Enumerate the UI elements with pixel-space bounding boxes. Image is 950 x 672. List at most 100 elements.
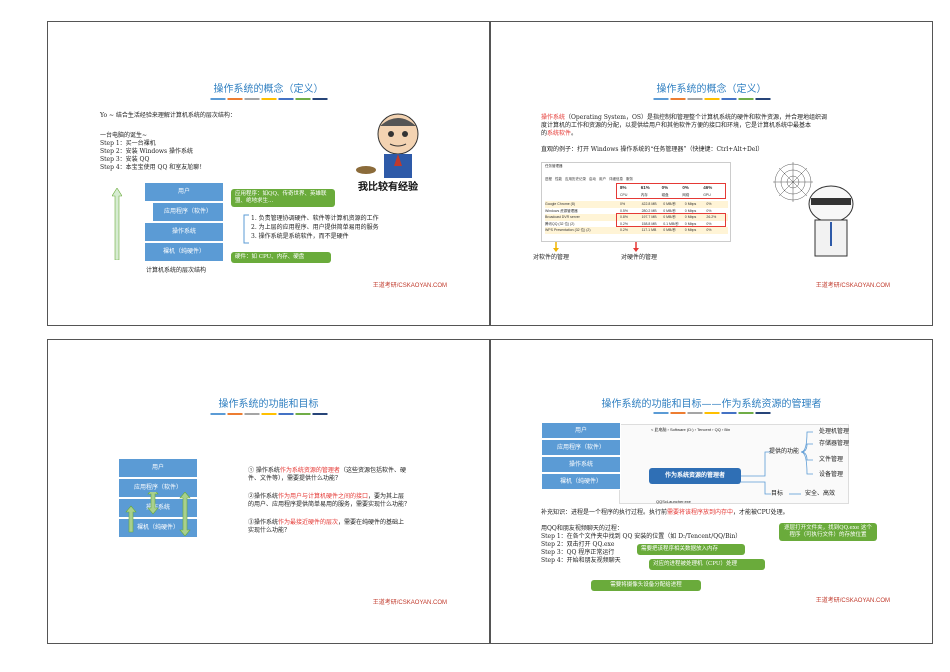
- provided-functions-label: 提供的功能: [769, 448, 800, 455]
- p2-pre: ②操作系统: [248, 493, 279, 500]
- process-cell-mem: 117.1 MB: [641, 228, 657, 232]
- stripe: [653, 98, 668, 100]
- p1-pre: ① 操作系统: [248, 467, 280, 474]
- bracket-icon: [243, 214, 249, 244]
- slide-title: 操作系统的功能和目标——作为系统资源的管理者: [601, 399, 822, 410]
- qq-launcher-file[interactable]: QQScLauncher.exe: [656, 499, 691, 504]
- slide-os-resource-manager[interactable]: 操作系统的功能和目标——作为系统资源的管理者 < 此电脑 › Software …: [490, 339, 933, 644]
- stripe: [312, 413, 327, 415]
- slide-os-functions[interactable]: 操作系统的功能和目标 用户 应用程序（软件） 操作系统 裸机（纯硬件） ① 操作…: [47, 339, 490, 644]
- disk-percent: 0%: [661, 185, 669, 190]
- app-callout: 应用程序：如QQ、传奇世界、英雄联盟、绝地求生...: [231, 189, 335, 207]
- cpu-process-callout: 对应的进程被处理机（CPU）处理: [649, 559, 765, 570]
- cpu-head: CPU: [620, 193, 628, 197]
- system-software-term: 系统软件: [547, 130, 572, 137]
- qq-highlight: [616, 213, 726, 227]
- function-tree-lines: [741, 431, 813, 495]
- qq-step-2: Step 2：双击打开 QQ.exe: [541, 541, 615, 548]
- process-cell-name: Windows 资源管理器: [545, 208, 578, 213]
- layer-user: 用户: [541, 422, 621, 439]
- old-man-meme-icon: [356, 113, 419, 178]
- qq-step-4: Step 4：开始和朋友视频聊天: [541, 557, 621, 564]
- title-stripes: [210, 98, 327, 100]
- stripe: [244, 413, 259, 415]
- slide-os-definition-1[interactable]: 操作系统的概念（定义） Yo ~ 结合生活经验来理解计算机系统的层次结构： 一台…: [47, 21, 490, 326]
- p3-red: 作为最接近硬件的层次: [278, 519, 339, 526]
- definition-line-1: 操作系统（Operating System，OS）是指控制和管理整个计算机系统的…: [541, 114, 827, 122]
- process-cell-cpu: 0.2%: [620, 221, 628, 226]
- hw-callout: 硬件：如 CPU、内存、硬盘: [231, 252, 331, 263]
- example-text: 直观的例子：打开 Windows 操作系统的“任务管理器”（快捷键：Ctrl+A…: [541, 146, 764, 153]
- process-cell-mem: 197.7 MB: [641, 215, 657, 219]
- title-stripes: [653, 98, 770, 100]
- function-file-mgmt: 文件管理: [819, 456, 844, 463]
- process-cell-cpu: 0.2%: [620, 228, 628, 232]
- brand-footer: 王道考研/CSKAOYAN.COM: [815, 598, 890, 604]
- tab-performance[interactable]: 性能: [555, 177, 562, 181]
- cpu-percent: 8%: [620, 185, 627, 190]
- stripe: [295, 98, 310, 100]
- process-cell-net: 0 Mbps: [684, 208, 697, 213]
- tab-users[interactable]: 用户: [599, 177, 606, 181]
- p1-post: （这些资源包括软件、硬: [339, 467, 406, 474]
- process-cell-net: 0 Mbps: [684, 221, 697, 226]
- process-cell-net: 0 Mbps: [684, 228, 697, 232]
- task-manager-window: 任务管理器 进程性能应用历史记录启动用户详细信息服务 8%61%0%0%46% …: [541, 162, 731, 242]
- stripe: [738, 412, 753, 414]
- layer-app: 应用程序（软件）: [152, 202, 224, 222]
- slide-os-definition-2[interactable]: 操作系统的概念（定义） 操作系统（Operating System，OS）是指控…: [490, 21, 933, 326]
- tab-processes[interactable]: 进程: [545, 177, 552, 181]
- process-cell-disk: 0 MB/秒: [663, 208, 676, 213]
- stripe: [721, 412, 736, 414]
- process-cell-gpu: 0%: [706, 202, 712, 206]
- arrows-icon: [553, 242, 639, 252]
- definition-text-3b: 。: [571, 130, 578, 137]
- step-4: Step 4：本宝宝使用 QQ 和室友尬聊！: [100, 164, 206, 171]
- tab-services[interactable]: 服务: [626, 177, 633, 181]
- point-1-line-1: ① 操作系统作为系统资源的管理者（这些资源包括软件、硬: [248, 467, 406, 475]
- explorer-path[interactable]: < 此电脑 › Software (D:) › Tencent › QQ › B…: [651, 427, 731, 432]
- up-arrow-icon: [112, 188, 122, 260]
- os-point-1: 1. 负责管理协调硬件、软件等计算机资源的工作: [251, 215, 379, 222]
- point-2-line-1: ②操作系统作为用户与计算机硬件之间的接口，要为其上层: [248, 493, 404, 501]
- process-cell-net: 0 Mbps: [684, 202, 697, 206]
- process-row[interactable]: WPS Presentation (32 位) (2) 0.2% 117.1 MB 0…: [545, 227, 728, 234]
- brand-footer: 王道考研/CSKAOYAN.COM: [372, 283, 447, 289]
- os-point-3: 3. 操作系统是系统软件，而不是硬件: [251, 233, 349, 240]
- p1-red: 作为系统资源的管理者: [279, 467, 340, 474]
- layer-hardware: 裸机（纯硬件）: [118, 518, 198, 538]
- tab-app-history[interactable]: 应用历史记录: [565, 177, 586, 181]
- process-cell-name: Google Chrome (8): [545, 202, 575, 206]
- definition-text-1: （Operating System，OS）是指控制和管理整个计算机系统的硬件和软…: [565, 114, 827, 121]
- tab-startup[interactable]: 启动: [589, 177, 596, 181]
- process-cell-disk: 0 MB/秒: [663, 228, 676, 232]
- layer-user: 用户: [144, 182, 224, 202]
- software-mgmt-label: 对软件的管理: [533, 254, 570, 261]
- process-cell-mem: 280.2 MB: [641, 208, 657, 213]
- stripe: [227, 413, 242, 415]
- stack-caption: 计算机系统的层次结构: [146, 267, 207, 274]
- definition-text-3a: 的: [541, 130, 548, 137]
- function-memory-mgmt: 存储器管理: [819, 440, 850, 447]
- process-cell-name: WPS Presentation (32 位) (2): [545, 228, 591, 232]
- tab-details[interactable]: 详细信息: [609, 177, 623, 181]
- function-device-mgmt: 设备管理: [819, 471, 844, 478]
- supplement-pre: 补充知识：进程是一个程序的执行过程。执行前: [541, 509, 668, 516]
- process-cell-name: 腾讯QQ (32 位) (2): [545, 221, 575, 226]
- net-percent: 0%: [682, 185, 689, 190]
- layer-os: 操作系统: [541, 456, 621, 473]
- camera-device-callout: 需要将摄像头设备分配给进程: [591, 580, 701, 591]
- process-cell-gpu: 0%: [706, 228, 712, 232]
- stripe: [312, 98, 327, 100]
- resource-manager-badge: 作为系统资源的管理者: [649, 468, 741, 484]
- slide-title: 操作系统的功能和目标: [218, 399, 319, 410]
- stripe: [653, 412, 668, 414]
- qq-step-3: Step 3：QQ 程序正常运行: [541, 549, 615, 556]
- definition-line-2: 度计算机的工作和资源的分配，以提供给用户和其他软件方便的接口和环境，它是计算机系…: [541, 122, 812, 129]
- function-cpu-mgmt: 处理机管理: [819, 428, 850, 435]
